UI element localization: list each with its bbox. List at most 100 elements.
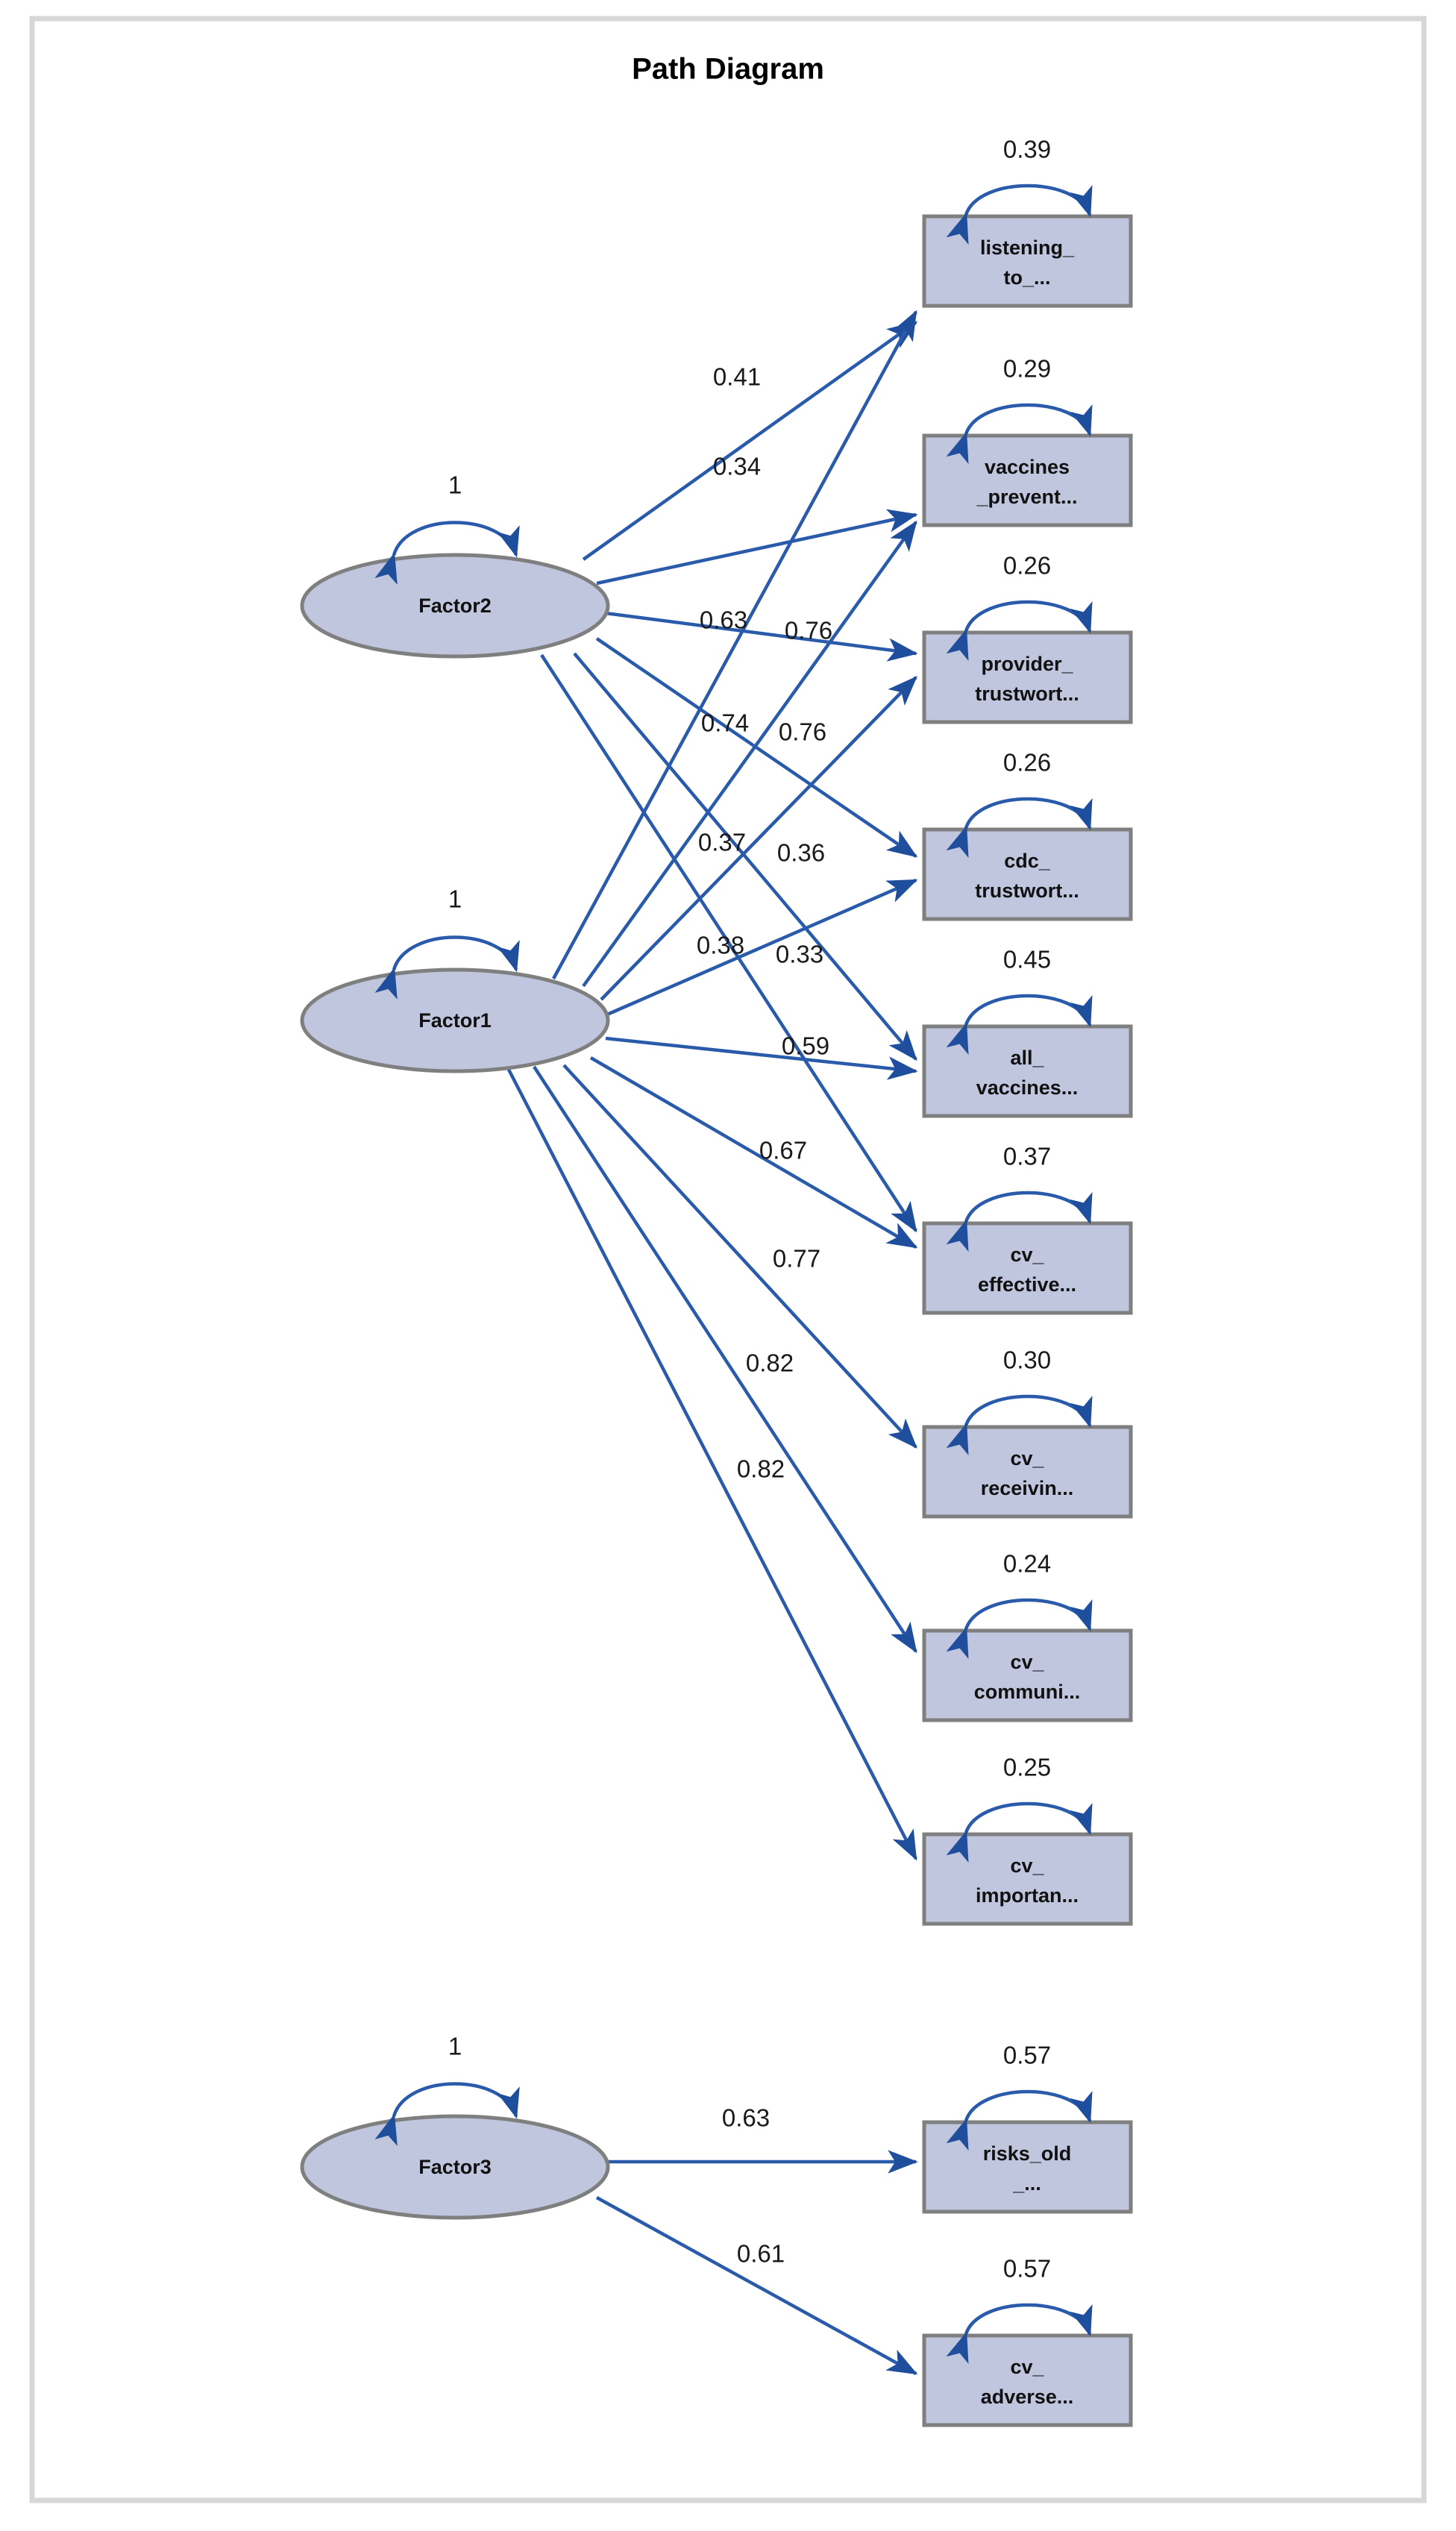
coefficient-label-6: 0.76 — [779, 718, 826, 746]
node-box — [922, 433, 1133, 527]
edge-factor2-to-vaccines-prevent — [596, 509, 918, 586]
residual-value: 0.25 — [1003, 1754, 1051, 1781]
edge-factor1-to-cv-effective — [589, 1056, 918, 1249]
coefficient-label-2: 0.34 — [713, 453, 761, 480]
coefficient-label-14: 0.82 — [746, 1349, 794, 1377]
node-label-line1: cdc_ — [1004, 850, 1051, 872]
residual-value: 0.29 — [1003, 355, 1051, 383]
factor-label: Factor2 — [418, 595, 492, 617]
edge-factor2-to-all-vaccines — [573, 652, 917, 1061]
node-label-line2: _prevent... — [976, 486, 1077, 508]
node-label-line2: to_... — [1003, 266, 1050, 289]
edge-factor1-to-cv-communication — [533, 1065, 917, 1654]
edge-factor1-to-vaccines-prevent — [582, 520, 917, 988]
node-label-line2: communi... — [974, 1681, 1081, 1703]
node-box — [922, 1221, 1133, 1315]
latent-node-factor1[interactable]: Factor1 1 — [300, 885, 610, 1073]
observed-node-all-vaccines[interactable]: all_ vaccines... 0.45 — [922, 946, 1133, 1118]
variance-value: 1 — [448, 885, 462, 913]
edge-factor3-to-cv-adverse — [595, 2196, 918, 2375]
figure-frame — [29, 16, 1427, 2503]
coefficient-label-4: 0.76 — [785, 617, 832, 644]
node-box — [922, 827, 1133, 921]
observed-node-cv-adverse[interactable]: cv_ adverse... 0.57 — [922, 2255, 1133, 2427]
edge-factor1-to-provider-trustworthy — [600, 676, 917, 1001]
edge-factor1-to-listening-to — [552, 310, 917, 980]
node-label-line1: risks_old — [983, 2142, 1072, 2165]
coefficient-label-10: 0.33 — [776, 941, 823, 968]
latent-node-factor3[interactable]: Factor3 1 — [300, 2033, 610, 2220]
node-label-line1: cv_ — [1010, 1243, 1044, 1266]
node-label-line1: all_ — [1010, 1047, 1044, 1069]
coefficient-label-5: 0.74 — [701, 709, 749, 737]
residual-value: 0.24 — [1003, 1550, 1051, 1578]
residual-loop-arrow — [946, 2089, 1093, 2151]
node-label-line2: receivin... — [981, 1477, 1074, 1499]
residual-loop-arrow — [946, 1801, 1093, 1863]
edge-factor2-to-listening-to — [582, 321, 918, 561]
coefficient-label-12: 0.67 — [759, 1137, 807, 1164]
observed-node-cv-effective[interactable]: cv_ effective... 0.37 — [922, 1143, 1133, 1315]
node-label-line2: _... — [1012, 2172, 1041, 2195]
edge-factor1-to-all-vaccines — [605, 1036, 918, 1080]
observed-node-vaccines-prevent[interactable]: vaccines _prevent... 0.29 — [922, 355, 1133, 527]
node-box — [922, 1425, 1133, 1519]
coefficient-label-13: 0.77 — [773, 1245, 820, 1273]
observed-node-listening-to[interactable]: listening_ to_... 0.39 — [922, 136, 1133, 308]
factor-label: Factor1 — [418, 1009, 492, 1032]
coefficient-label-3: 0.63 — [700, 606, 747, 634]
edge-factor2-to-provider-trustworthy — [605, 611, 918, 662]
residual-loop-arrow — [946, 1598, 1093, 1659]
observed-node-cv-importance[interactable]: cv_ importan... 0.25 — [922, 1754, 1133, 1926]
factor-label: Factor3 — [418, 2156, 492, 2178]
node-box — [922, 1628, 1133, 1722]
node-box — [922, 1832, 1133, 1926]
coefficient-label-9: 0.38 — [697, 932, 744, 959]
node-box — [922, 2120, 1133, 2214]
observed-node-cv-communication[interactable]: cv_ communi... 0.24 — [922, 1550, 1133, 1722]
node-label-line1: cv_ — [1010, 1854, 1044, 1877]
edge-factor1-to-cv-receiving — [562, 1064, 917, 1449]
node-box — [922, 2333, 1133, 2427]
observed-node-cv-receiving[interactable]: cv_ receivin... 0.30 — [922, 1346, 1133, 1519]
residual-value: 0.57 — [1003, 2255, 1051, 2283]
node-label-line1: cv_ — [1010, 2356, 1044, 2378]
node-label-line2: effective... — [978, 1273, 1076, 1296]
node-box — [922, 214, 1133, 308]
residual-loop-arrow — [946, 403, 1093, 464]
variance-loop-arrow — [374, 2082, 520, 2146]
residual-loop-arrow — [946, 994, 1093, 1055]
node-label-line2: trustwort... — [975, 879, 1079, 902]
observed-node-provider-trustworthy[interactable]: provider_ trustwort... 0.26 — [922, 552, 1133, 724]
residual-value: 0.39 — [1003, 136, 1051, 163]
residual-value: 0.26 — [1003, 749, 1051, 777]
residual-loop-arrow — [946, 797, 1093, 858]
residual-value: 0.30 — [1003, 1346, 1051, 1374]
node-label-line1: provider_ — [981, 653, 1073, 675]
node-label-line1: cv_ — [1010, 1651, 1044, 1673]
coefficient-label-16: 0.63 — [722, 2104, 770, 2132]
coefficient-label-8: 0.36 — [777, 839, 825, 867]
residual-value: 0.26 — [1003, 552, 1051, 580]
latent-node-factor2[interactable]: Factor2 1 — [300, 471, 610, 659]
observed-node-cdc-trustworthy[interactable]: cdc_ trustwort... 0.26 — [922, 749, 1133, 921]
variance-loop-arrow — [374, 521, 520, 585]
residual-loop-arrow — [946, 1394, 1093, 1455]
coefficient-label-15: 0.82 — [737, 1455, 785, 1483]
coefficient-label-1: 0.41 — [713, 363, 761, 391]
node-label-line2: adverse... — [981, 2386, 1074, 2408]
edge-factor1-to-cdc-trustworthy — [606, 878, 918, 1017]
node-label-line2: trustwort... — [975, 683, 1079, 705]
node-label-line2: importan... — [976, 1884, 1079, 1907]
observed-node-risks-old[interactable]: risks_old _... 0.57 — [922, 2042, 1133, 2214]
coefficient-label-7: 0.37 — [698, 829, 746, 856]
residual-value: 0.37 — [1003, 1143, 1051, 1170]
coefficient-label-11: 0.59 — [782, 1032, 829, 1060]
page-title: Path Diagram — [632, 53, 824, 86]
variance-loop-arrow — [374, 935, 520, 1000]
residual-loop-arrow — [946, 1191, 1093, 1252]
coefficient-label-17: 0.61 — [737, 2240, 785, 2268]
edge-factor1-to-cv-importance — [506, 1065, 917, 1861]
